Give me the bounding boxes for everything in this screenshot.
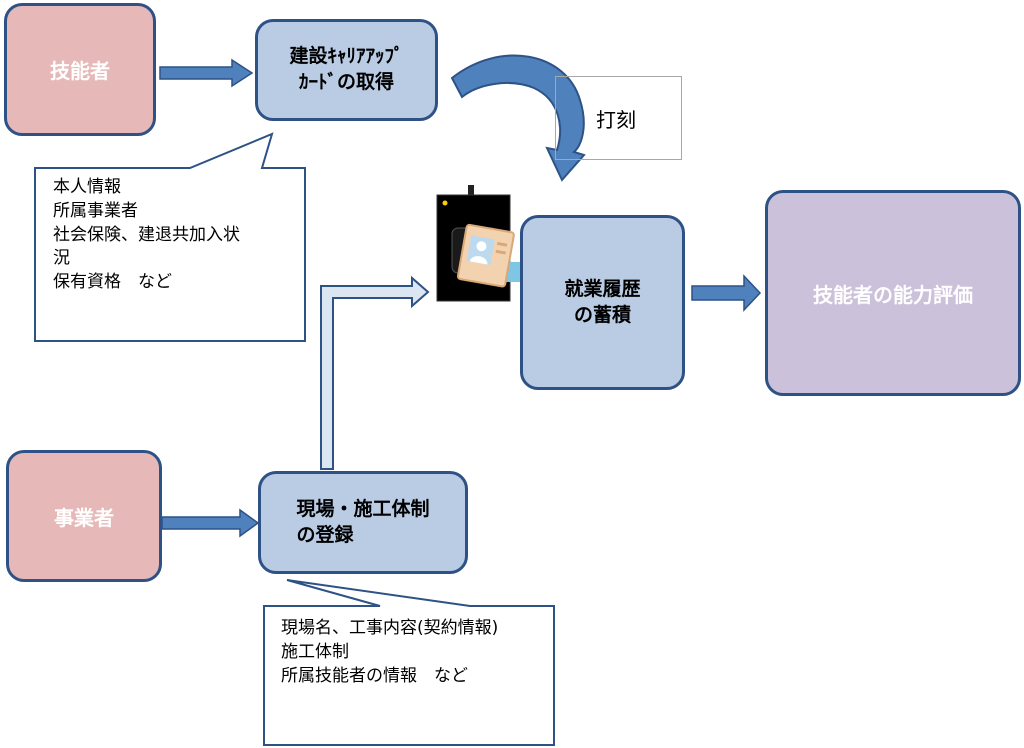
employer-node: 事業者 [6, 450, 162, 582]
site-info-callout [263, 579, 555, 746]
site-node: 現場・施工体制 の登録 [258, 471, 468, 574]
evaluation-node-label: 技能者の能力評価 [813, 282, 973, 307]
accumulate-node: 就業履歴 の蓄積 [520, 215, 685, 390]
site-node-line-1: 現場・施工体制 [296, 497, 430, 520]
worker-info-callout [34, 132, 306, 342]
arrow-accumulate-to-evaluation [691, 274, 762, 312]
stamp-label-box [555, 76, 682, 160]
worker-node: 技能者 [4, 3, 156, 136]
card-node-line-2: ｶｰﾄﾞの取得 [298, 71, 394, 93]
arrow-worker-to-card [159, 58, 254, 88]
card-node: 建設ｷｬﾘｱｱｯﾌﾟ ｶｰﾄﾞの取得 [255, 19, 438, 121]
site-info-note: 現場名、工事内容(契約情報) 施工体制 所属技能者の情報 など [281, 618, 499, 686]
stamp-label: 打刻 [596, 108, 636, 132]
arrow-site-to-reader [320, 275, 430, 470]
worker-info-note: 本人情報 所属事業者 社会保険、建退共加入状 況 保有資格 など [53, 177, 240, 293]
site-node-line-2: の登録 [296, 523, 354, 546]
stamp-curved-arrow [450, 54, 586, 182]
card-reader-icon [436, 185, 530, 302]
card-node-line-1: 建設ｷｬﾘｱｱｯﾌﾟ [289, 45, 404, 68]
arrow-employer-to-site [161, 508, 260, 538]
accumulate-node-line-2: の蓄積 [573, 303, 631, 326]
worker-node-label: 技能者 [50, 59, 110, 83]
employer-node-label: 事業者 [54, 505, 114, 530]
evaluation-node: 技能者の能力評価 [765, 190, 1021, 396]
accumulate-node-line-1: 就業履歴 [564, 277, 641, 300]
